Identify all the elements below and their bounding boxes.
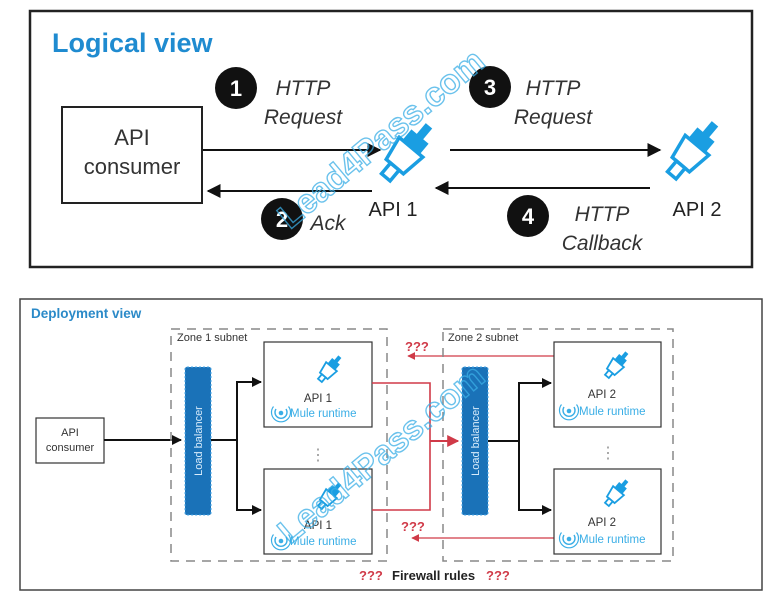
api2-instance-bottom: [553, 468, 662, 555]
api1-bottom-label: API 1: [304, 520, 332, 532]
deployment-api-consumer-line1: API: [61, 427, 79, 439]
api2-top-label: API 2: [588, 389, 616, 401]
step-3-label-line2: Request: [514, 106, 593, 129]
deployment-api-consumer-box: [35, 417, 105, 464]
api2-top-runtime-label: Mule runtime: [579, 406, 645, 418]
firewall-unknown-bottom: ???: [401, 519, 425, 534]
step-4-number: 4: [522, 204, 535, 229]
deployment-view-panel: Deployment view API consumer Zone 1 subn…: [19, 298, 763, 591]
zone2-subnet-label: Zone 2 subnet: [448, 332, 518, 344]
firewall-rules-label: Firewall rules: [392, 568, 475, 583]
zone1-ellipsis: ⋮: [310, 447, 326, 464]
step-2-label: Ack: [308, 212, 347, 235]
api2-label: API 2: [673, 199, 722, 221]
api2-instance-top: [553, 341, 662, 428]
deployment-api-consumer-line2: consumer: [46, 442, 95, 454]
firewall-unknown-right: ???: [486, 568, 510, 583]
step-2-badge: [261, 198, 303, 240]
firewall-unknown-left: ???: [359, 568, 383, 583]
zone2-subnet-boundary: [442, 328, 674, 562]
api1-label: API 1: [369, 199, 418, 221]
api1-bottom-runtime-label: Mule runtime: [290, 536, 356, 548]
step-3-label-line1: HTTP: [526, 77, 581, 100]
api2-bottom-runtime-label: Mule runtime: [579, 534, 645, 546]
step-2-number: 2: [276, 207, 288, 232]
api-consumer-label-line1: API: [114, 125, 149, 150]
step-1-number: 1: [230, 76, 242, 101]
logical-view-panel: Logical view API consumer API 1 API 2 1 …: [28, 9, 754, 269]
step-1-label-line1: HTTP: [276, 77, 331, 100]
api1-top-runtime-label: Mule runtime: [290, 408, 356, 420]
step-4-label-line2: Callback: [562, 232, 644, 255]
logical-view-title: Logical view: [52, 28, 214, 58]
api-consumer-label-line2: consumer: [84, 154, 181, 179]
zone1-load-balancer-label: Load balancer: [193, 406, 205, 476]
step-1-label-line2: Request: [264, 106, 343, 129]
api-consumer-box: [61, 106, 203, 204]
deployment-view-title: Deployment view: [31, 306, 142, 321]
api1-top-label: API 1: [304, 393, 332, 405]
arrow-lb1-to-api1-bottom: [236, 440, 262, 515]
arrow-lb1-to-api1-top: [211, 377, 262, 441]
zone1-subnet-label: Zone 1 subnet: [177, 332, 247, 344]
step-4-badge: [507, 195, 549, 237]
step-3-number: 3: [484, 75, 496, 100]
firewall-path-api1-out: [372, 382, 431, 511]
arrow-lb2-to-api2-top: [488, 378, 552, 442]
firewall-unknown-top: ???: [405, 339, 429, 354]
step-4-label-line1: HTTP: [575, 203, 630, 226]
zone2-load-balancer-label: Load balancer: [470, 406, 482, 476]
arrow-lb2-to-api2-bottom: [518, 441, 552, 515]
api2-bottom-label: API 2: [588, 517, 616, 529]
step-1-badge: [215, 67, 257, 109]
step-3-badge: [469, 66, 511, 108]
zone2-ellipsis: ⋮: [600, 445, 616, 462]
